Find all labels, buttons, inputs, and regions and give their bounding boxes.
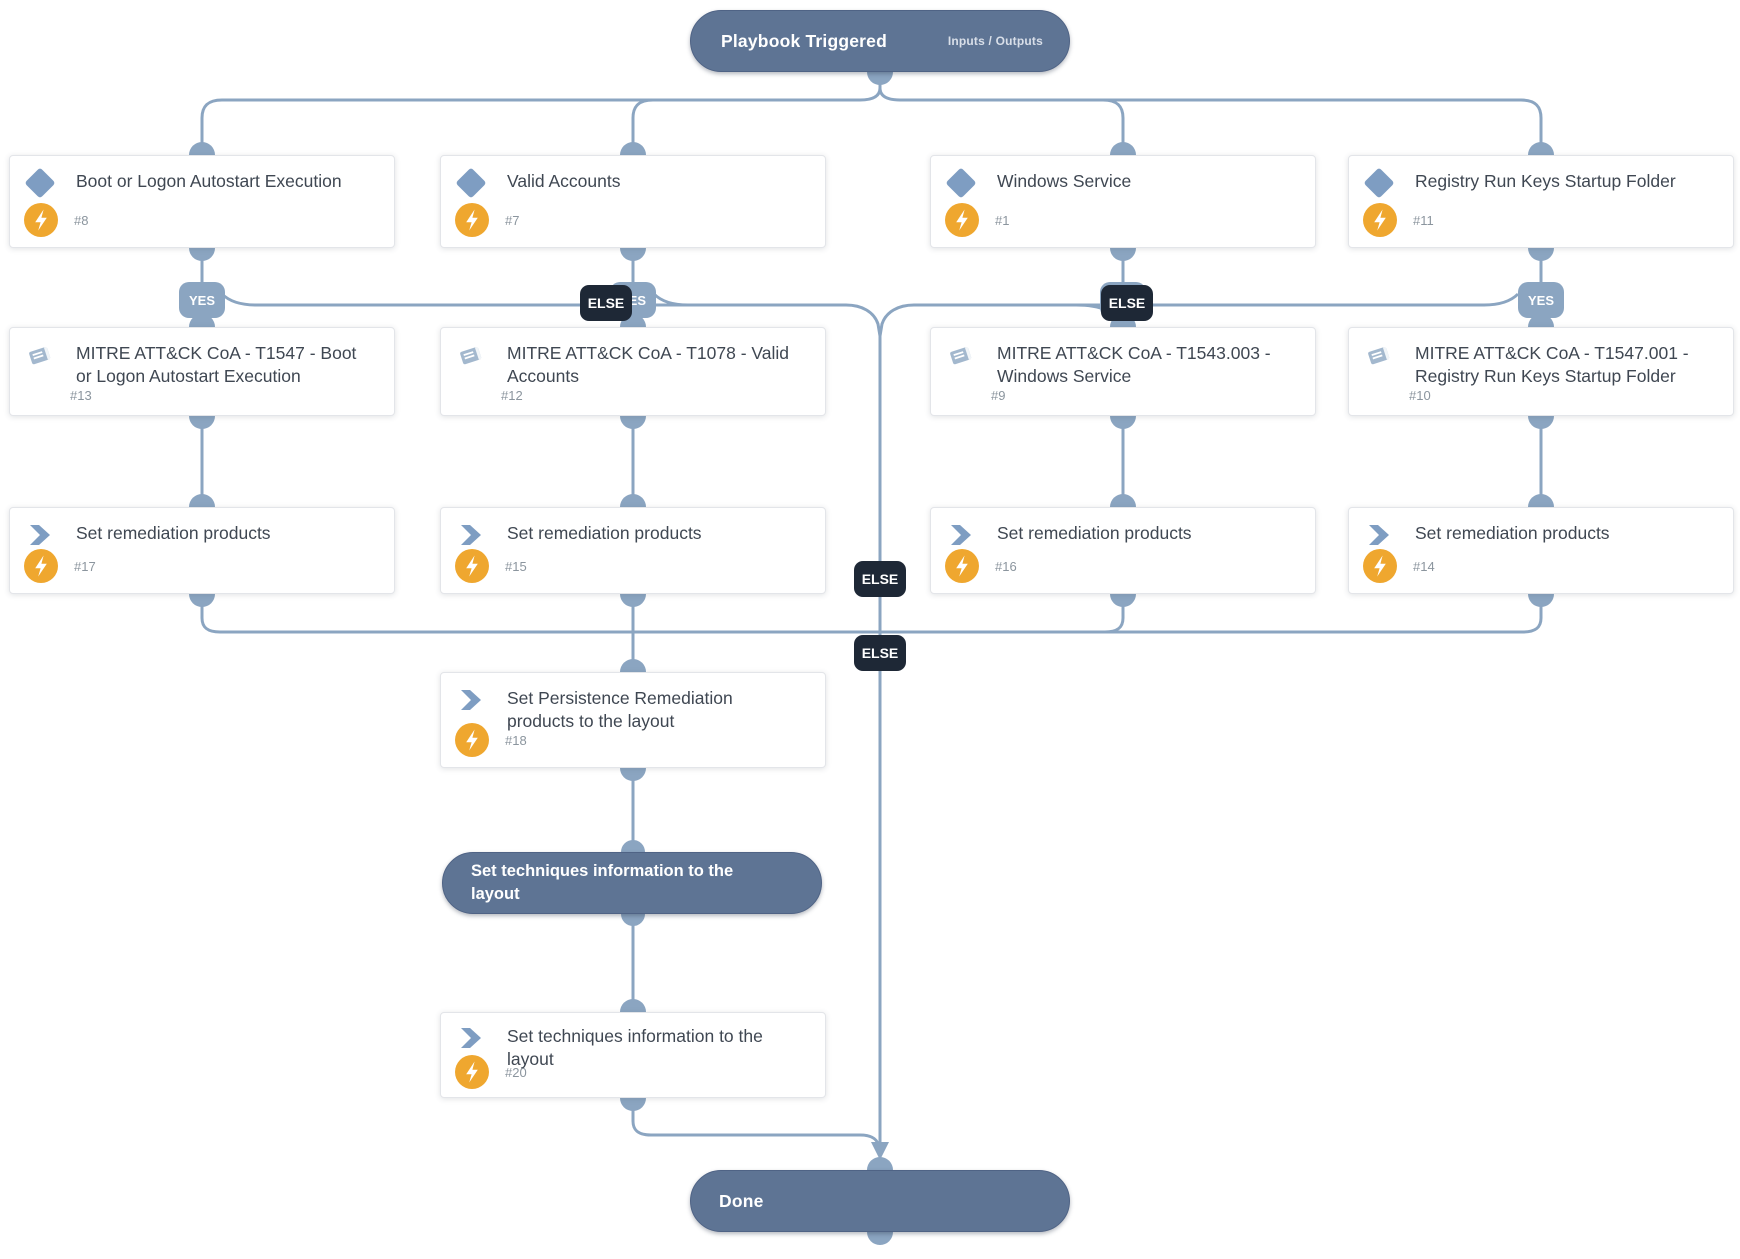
playbook-node-t1547-001[interactable]: MITRE ATT&CK CoA - T1547.001 - Registry … [1348, 327, 1734, 416]
condition-node-valid-accounts[interactable]: Valid Accounts #7 [440, 155, 826, 248]
connector-line [845, 303, 882, 337]
connector-line [633, 594, 1543, 634]
automation-bolt-icon [455, 549, 489, 583]
condition-node-boot-or-logon-autostart[interactable]: Boot or Logon Autostart Execution #8 [9, 155, 395, 248]
node-title: MITRE ATT&CK CoA - T1543.003 - Windows S… [997, 343, 1271, 386]
task-chevron-icon [451, 520, 491, 550]
automation-bolt-icon [1363, 203, 1397, 237]
task-chevron-icon [451, 1023, 491, 1053]
node-title: MITRE ATT&CK CoA - T1547 - Boot or Logon… [76, 343, 357, 386]
playbook-node-t1078[interactable]: MITRE ATT&CK CoA - T1078 - Valid Account… [440, 327, 826, 416]
else-badge-rail-upper: ELSE [854, 561, 906, 597]
task-chevron-icon [20, 520, 60, 550]
playbook-node-t1543-003[interactable]: MITRE ATT&CK CoA - T1543.003 - Windows S… [930, 327, 1316, 416]
condition-node-registry-run-keys[interactable]: Registry Run Keys Startup Folder #11 [1348, 155, 1734, 248]
connector-line [1104, 594, 1125, 634]
condition-diamond-icon [451, 167, 491, 199]
task-chevron-icon [1359, 520, 1399, 550]
connector-line [1102, 98, 1125, 155]
task-number: #14 [1413, 558, 1435, 574]
arrowhead-icon [871, 1142, 889, 1160]
start-node-title: Playbook Triggered [721, 30, 888, 51]
task-chevron-icon [451, 685, 491, 715]
task-number: #7 [505, 212, 520, 228]
playbook-book-icon [1359, 340, 1399, 370]
condition-node-windows-service[interactable]: Windows Service #1 [930, 155, 1316, 248]
task-chevron-icon [941, 520, 981, 550]
node-title: MITRE ATT&CK CoA - T1547.001 - Registry … [1415, 343, 1689, 386]
subplaybook-node-set-techniques-information[interactable]: Set techniques information to the layout [442, 852, 822, 914]
task-node-set-remediation-products-3[interactable]: Set remediation products #16 [930, 507, 1316, 594]
automation-bolt-icon [24, 203, 58, 237]
playbook-book-icon [451, 340, 491, 370]
yes-badge-4: YES [1518, 282, 1564, 318]
node-title: Set remediation products [76, 523, 271, 543]
else-badge-windows-service: ELSE [1101, 285, 1153, 321]
task-node-set-persistence-remediation[interactable]: Set Persistence Remediation products to … [440, 672, 826, 768]
automation-bolt-icon [455, 203, 489, 237]
task-number: #13 [70, 388, 92, 403]
connector-line [914, 292, 1520, 307]
node-title: Set techniques information to the layout [507, 1026, 763, 1069]
automation-bolt-icon [24, 549, 58, 583]
node-title: Boot or Logon Autostart Execution [76, 171, 342, 191]
node-title: Set Persistence Remediation products to … [507, 688, 733, 731]
condition-diamond-icon [1359, 167, 1399, 199]
else-badge-rail-lower: ELSE [854, 635, 906, 671]
task-node-set-remediation-products-2[interactable]: Set remediation products #15 [440, 507, 826, 594]
condition-diamond-icon [20, 167, 60, 199]
yes-badge-1: YES [179, 282, 225, 318]
node-title: Windows Service [997, 171, 1132, 191]
task-node-set-techniques-information[interactable]: Set techniques information to the layout… [440, 1012, 826, 1098]
connector-line [220, 292, 846, 307]
yes-label: YES [1527, 292, 1554, 308]
yes-label: YES [188, 292, 215, 308]
node-title: Valid Accounts [507, 171, 621, 191]
task-number: #17 [74, 558, 96, 574]
else-badge-valid-accounts: ELSE [580, 285, 632, 321]
node-title: Set remediation products [997, 523, 1192, 543]
node-title: Set remediation products [1415, 523, 1610, 543]
task-number: #18 [505, 732, 527, 748]
task-number: #12 [501, 388, 523, 403]
connector-line [878, 87, 1543, 155]
automation-bolt-icon [1363, 549, 1397, 583]
connector-line [631, 1098, 881, 1149]
task-node-set-remediation-products-4[interactable]: Set remediation products #14 [1348, 507, 1734, 594]
end-node-done[interactable]: Done [690, 1170, 1070, 1232]
node-title: Registry Run Keys Startup Folder [1415, 171, 1676, 191]
task-number: #1 [995, 212, 1010, 228]
task-number: #11 [1413, 212, 1434, 228]
connector-line [200, 594, 633, 634]
node-title: MITRE ATT&CK CoA - T1078 - Valid Account… [507, 343, 790, 386]
task-number: #9 [991, 388, 1006, 403]
connector-line [652, 292, 689, 307]
automation-bolt-icon [455, 1055, 489, 1089]
else-label: ELSE [861, 645, 899, 661]
inputs-outputs-link[interactable]: Inputs / Outputs [947, 34, 1043, 48]
connector-line [631, 98, 654, 155]
subplaybook-title: Set techniques information to the layout [471, 862, 734, 903]
task-number: #8 [74, 212, 89, 228]
else-label: ELSE [1108, 295, 1146, 311]
else-label: ELSE [587, 295, 625, 311]
task-number: #16 [995, 558, 1017, 574]
task-number: #20 [505, 1064, 527, 1080]
task-number: #10 [1409, 388, 1431, 403]
connector-line [878, 303, 915, 337]
automation-bolt-icon [945, 203, 979, 237]
else-label: ELSE [861, 571, 899, 587]
automation-bolt-icon [945, 549, 979, 583]
connector-line [200, 87, 882, 155]
end-node-title: Done [719, 1190, 764, 1211]
node-title: Set remediation products [507, 523, 702, 543]
automation-bolt-icon [455, 723, 489, 757]
task-node-set-remediation-products-1[interactable]: Set remediation products #17 [9, 507, 395, 594]
task-number: #15 [505, 558, 527, 574]
playbook-book-icon [20, 340, 60, 370]
playbook-book-icon [941, 340, 981, 370]
start-node-playbook-triggered[interactable]: Playbook Triggered Inputs / Outputs [690, 10, 1070, 72]
playbook-node-t1547[interactable]: MITRE ATT&CK CoA - T1547 - Boot or Logon… [9, 327, 395, 416]
condition-diamond-icon [941, 167, 981, 199]
